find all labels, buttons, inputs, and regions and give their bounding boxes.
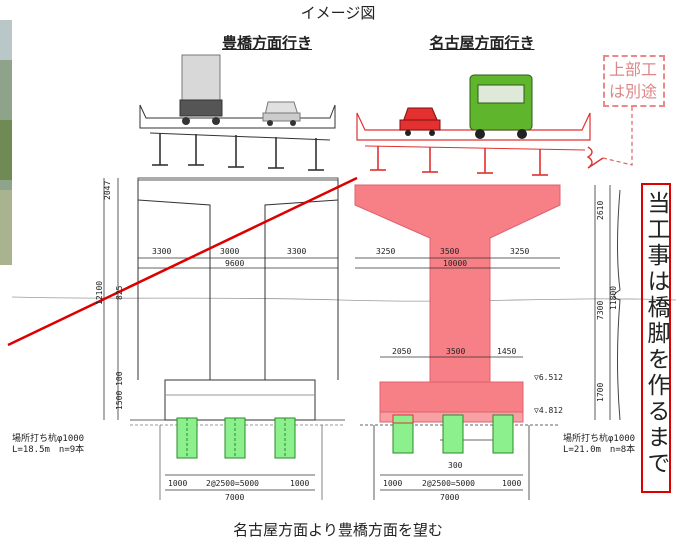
car-left bbox=[262, 101, 301, 126]
dimension-label: ▽6.512 bbox=[534, 373, 563, 382]
dimension-label: 10000 bbox=[443, 259, 467, 268]
page-title: イメージ図 bbox=[300, 4, 376, 22]
dimension-label: 3300 bbox=[287, 247, 306, 256]
left-pile-label: 場所打ち杭φ1000 L=18.5m n=9本 bbox=[12, 434, 84, 456]
dimension-label: 3000 bbox=[220, 247, 239, 256]
photo-strip bbox=[0, 20, 12, 265]
dimension-label: 1000 bbox=[290, 479, 309, 488]
dimension-label: ▽4.812 bbox=[534, 406, 563, 415]
dimension-label: 3500 bbox=[440, 247, 459, 256]
car-right bbox=[399, 107, 441, 136]
truck-right bbox=[469, 74, 533, 139]
dimension-label: 11800 bbox=[609, 286, 618, 310]
dimension-label: 2@2500=5000 bbox=[422, 479, 475, 488]
left-pile-type: 場所打ち杭φ1000 bbox=[12, 434, 85, 444]
dimension-label: 825 bbox=[115, 285, 124, 300]
bracket-scope bbox=[613, 189, 621, 421]
dimension-label: 9600 bbox=[225, 259, 244, 268]
dimension-label: 300 bbox=[448, 461, 463, 470]
dimension-label: 1500 100 bbox=[115, 371, 124, 410]
dimension-label: 7000 bbox=[440, 493, 459, 502]
dimension-label: 1450 bbox=[497, 347, 516, 356]
right-pile-spec: L=21.0m n=8本 bbox=[563, 445, 636, 455]
dimension-label: 1700 bbox=[596, 383, 605, 402]
superstructure-note: 上部工は別途 bbox=[603, 55, 665, 107]
right-piles bbox=[392, 414, 514, 454]
right-pile-label: 場所打ち杭φ1000 L=21.0m n=8本 bbox=[563, 434, 635, 456]
right-pile-type: 場所打ち杭φ1000 bbox=[563, 434, 636, 444]
ground-line bbox=[11, 296, 676, 302]
dimension-label: 1000 bbox=[168, 479, 187, 488]
dimension-label: 3250 bbox=[510, 247, 529, 256]
callout-superstructure bbox=[602, 107, 633, 166]
dimension-label: 7000 bbox=[225, 493, 244, 502]
dimension-label: 2047 bbox=[103, 181, 112, 200]
dimension-label: 3500 bbox=[446, 347, 465, 356]
dimension-label: 2@2500=5000 bbox=[206, 479, 259, 488]
dimension-label: 2610 bbox=[596, 201, 605, 220]
direction-right: 名古屋方面行き bbox=[429, 34, 535, 52]
left-piles bbox=[176, 417, 296, 459]
dimension-label: 12100 bbox=[95, 281, 104, 305]
dimension-label: 7300 bbox=[596, 301, 605, 320]
dimension-label: 3300 bbox=[152, 247, 171, 256]
truck-left bbox=[179, 54, 223, 125]
left-pile-spec: L=18.5m n=9本 bbox=[12, 445, 85, 455]
caption: 名古屋方面より豊橋方面を望む bbox=[233, 521, 443, 539]
direction-left: 豊橋方面行き bbox=[221, 34, 312, 52]
right-pier bbox=[354, 112, 591, 423]
dimension-label: 2050 bbox=[392, 347, 411, 356]
scope-note: 当工事は橋脚を作るまで bbox=[641, 183, 671, 493]
dimension-label: 1000 bbox=[383, 479, 402, 488]
section-cut-line bbox=[7, 176, 358, 347]
dimension-label: 3250 bbox=[376, 247, 395, 256]
dimension-label: 1000 bbox=[502, 479, 521, 488]
bracket-superstructure bbox=[586, 146, 604, 169]
